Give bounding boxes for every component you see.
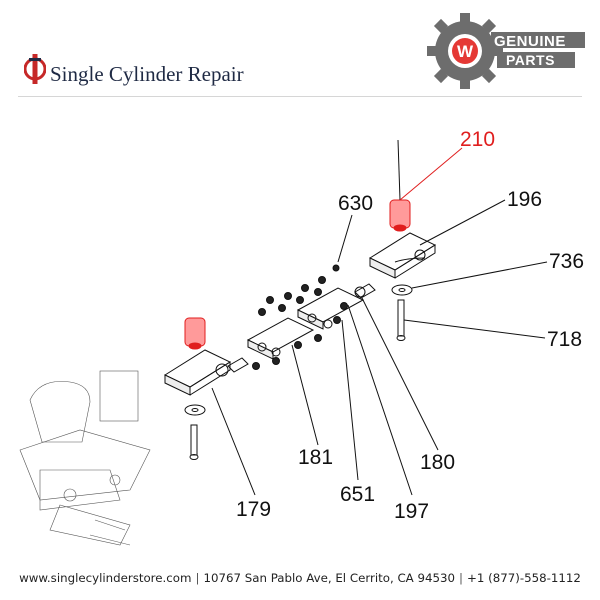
part-181-plate: [246, 317, 315, 360]
page-header: Single Cylinder Repair W GENUINE PARTS: [0, 0, 600, 96]
genuine-parts-badge: W: [427, 13, 585, 89]
footer-separator: |: [459, 571, 464, 585]
part-180-shaft: [354, 283, 376, 299]
callout-651: 651: [340, 483, 376, 506]
part-196-bracket: [368, 232, 437, 279]
contact-footer: www.singlecylinderstore.com|10767 San Pa…: [0, 571, 600, 595]
callout-179: 179: [236, 498, 272, 521]
badge-band-bottom: [497, 52, 575, 68]
callout-630: 630: [338, 192, 374, 215]
callout-181: 181: [298, 446, 334, 469]
footer-address: 10767 San Pablo Ave, El Cerrito, CA 9453…: [203, 571, 456, 585]
badge-line-genuine: GENUINE: [494, 33, 566, 50]
callout-leader-lines: [211, 147, 548, 496]
exploded-parts-diagram: [19, 139, 548, 546]
footer-website-link[interactable]: www.singlecylinderstore.com: [19, 571, 192, 585]
badge-band-top: [491, 32, 585, 48]
callout-210: 210: [460, 128, 496, 151]
gear-icon: W: [427, 13, 503, 89]
footer-separator: |: [195, 571, 200, 585]
callout-180: 180: [420, 451, 456, 474]
brand-name[interactable]: Single Cylinder Repair: [50, 62, 244, 86]
part-210-highlighted: [184, 139, 411, 350]
callout-197: 197: [394, 500, 430, 523]
part-179-bracket: [163, 349, 249, 396]
badge-letter: W: [457, 42, 474, 61]
callout-718: 718: [547, 328, 583, 351]
header-divider: [18, 96, 582, 97]
badge-line-parts: PARTS: [506, 52, 555, 68]
callout-196: 196: [507, 188, 543, 211]
fastener-cluster: [252, 264, 348, 370]
part-718-pin: [189, 299, 406, 460]
machine-overview-thumbnail: [19, 370, 151, 546]
footer-phone-link[interactable]: +1 (877)-558-1112: [467, 571, 581, 585]
part-197-plate: [296, 287, 365, 330]
part-736-washer: [184, 284, 413, 416]
brand-logo-icon: [24, 54, 46, 84]
callout-736: 736: [549, 250, 585, 273]
